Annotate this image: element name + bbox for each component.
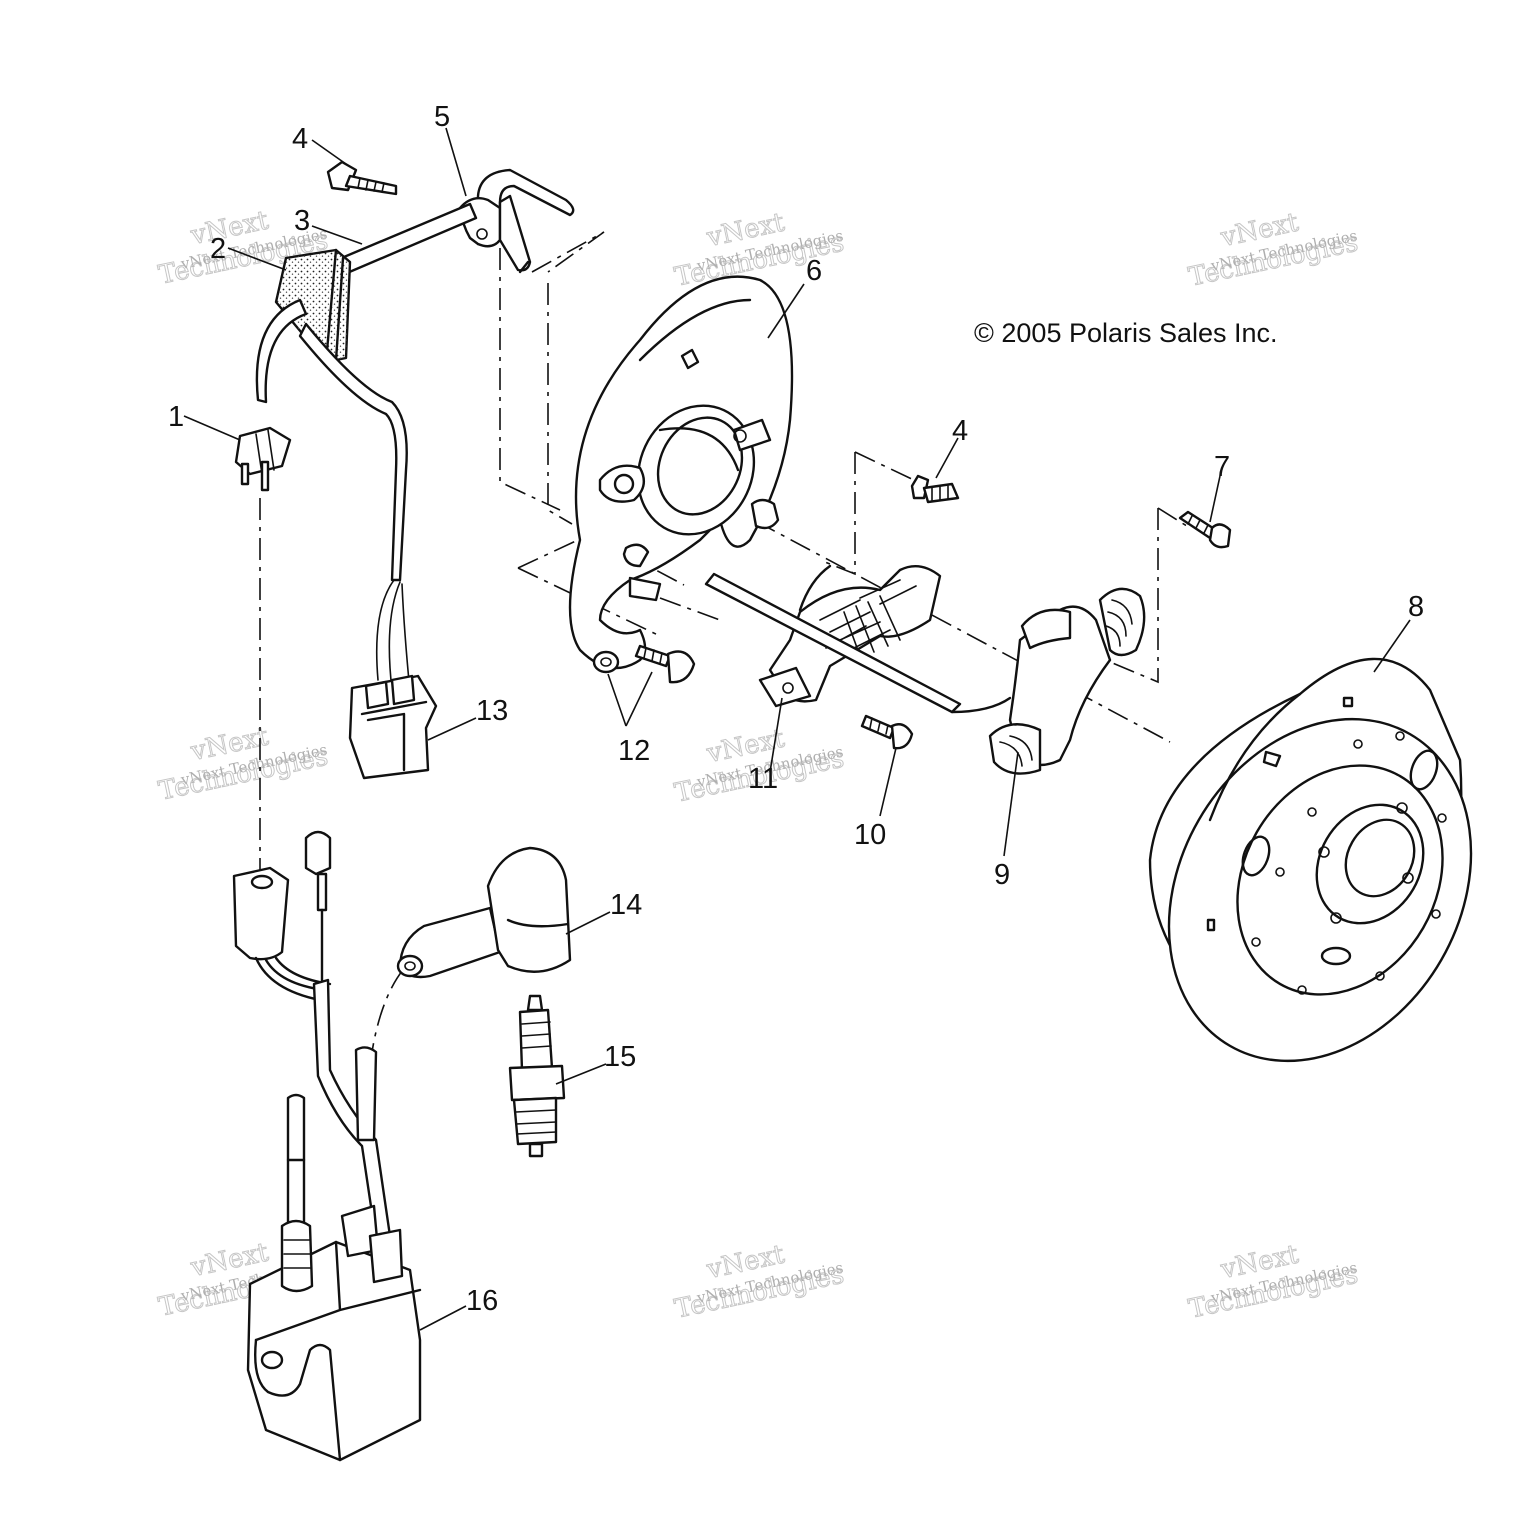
part-7-screw — [1178, 510, 1232, 549]
part-6-stator-plate — [568, 275, 794, 670]
part-16-ignition-coil — [232, 830, 422, 1462]
callout-3: 3 — [294, 205, 310, 237]
part-12-screw-washer — [592, 644, 696, 684]
part-5-clamp — [458, 168, 575, 274]
watermark: vNext vNext Technologies Technologies — [1186, 207, 1362, 293]
part-15-spark-plug — [508, 994, 566, 1158]
leader-8 — [1373, 619, 1411, 673]
copyright-text: © 2005 Polaris Sales Inc. — [974, 318, 1278, 348]
leader-9 — [1003, 751, 1019, 857]
part-14-plug-cap — [396, 846, 572, 979]
part-8-flywheel — [1148, 657, 1473, 1063]
leader-16 — [419, 1305, 467, 1331]
callout-16: 16 — [466, 1285, 498, 1317]
callout-4-top: 4 — [292, 123, 308, 155]
part-9-exciter-coil — [704, 572, 1146, 775]
leader-14 — [565, 911, 611, 935]
leader-1 — [183, 415, 241, 441]
leader-11 — [769, 697, 783, 773]
leader-2 — [227, 247, 287, 271]
callout-6: 6 — [806, 255, 822, 287]
callout-2: 2 — [210, 233, 226, 265]
leader-7 — [1209, 475, 1221, 523]
watermark: vNext vNext Technologies Technologies — [672, 207, 848, 293]
callout-7: 7 — [1214, 451, 1230, 483]
watermark: vNext vNext Technologies Technologies — [1186, 1239, 1362, 1325]
watermark: vNext vNext Technologies Technologies — [672, 1239, 848, 1325]
leader-15 — [555, 1063, 607, 1085]
leader-13 — [427, 717, 477, 741]
watermark: vNext vNext Technologies Technologies — [156, 721, 332, 807]
part-10-screw — [860, 714, 914, 750]
callout-10: 10 — [854, 819, 886, 851]
leader-4a — [311, 139, 347, 165]
callout-5: 5 — [434, 101, 450, 133]
callout-12: 12 — [618, 735, 650, 767]
part-2-regulator — [274, 248, 352, 364]
part-3-cable — [330, 202, 478, 278]
leader-3 — [311, 225, 363, 245]
callout-8: 8 — [1408, 591, 1424, 623]
leader-10 — [879, 747, 897, 817]
part-13-plug — [348, 579, 438, 780]
part-1-connector — [234, 298, 408, 582]
callout-15: 15 — [604, 1041, 636, 1073]
part-11-coil — [758, 564, 942, 708]
callout-11: 11 — [748, 763, 778, 795]
callout-9: 9 — [994, 859, 1010, 891]
callout-13: 13 — [476, 695, 508, 727]
leader-lines — [183, 127, 1411, 1331]
callout-14: 14 — [610, 889, 642, 921]
leader-4b — [935, 437, 959, 479]
leader-6 — [767, 283, 805, 339]
leader-12 — [607, 671, 653, 727]
callout-1: 1 — [168, 401, 184, 433]
part-4-screw-mid — [910, 474, 960, 504]
callout-4-mid: 4 — [952, 415, 968, 447]
callout-numbers: 1 2 3 4 4 5 6 7 8 9 10 11 12 13 14 15 16 — [168, 101, 1424, 1317]
leader-5 — [445, 127, 467, 197]
part-4-screw-top — [326, 160, 398, 196]
